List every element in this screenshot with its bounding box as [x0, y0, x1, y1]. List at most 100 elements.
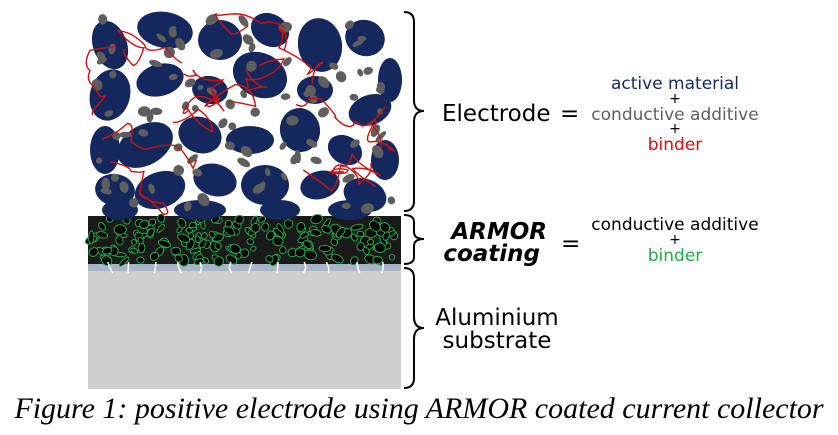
active-material-particle: [348, 94, 392, 126]
binder-strand: [116, 29, 183, 67]
armor-conductive-additive-text: conductive additive: [591, 215, 758, 235]
substrate-label: substrate: [443, 328, 552, 354]
armor-particle: [321, 225, 332, 234]
active-material-particle: [91, 20, 129, 70]
conductive-additive-particle: [228, 122, 237, 131]
armor-particle: [261, 222, 270, 232]
conductive-additive-particle: [279, 141, 287, 150]
conductive-additive-particle: [286, 115, 299, 126]
binder-strand: [85, 46, 117, 116]
coating-label: coating: [443, 241, 540, 267]
active-material-particle: [193, 163, 237, 197]
armor-particle: [157, 239, 172, 248]
conductive-additive-text: conductive additive: [591, 105, 758, 125]
active-material-particle: [198, 20, 242, 60]
conductive-additive-particle: [344, 20, 354, 30]
armor-particle: [200, 232, 208, 240]
interface-crack: [228, 261, 233, 274]
armor-particle: [177, 217, 187, 229]
binder-strand: [172, 95, 222, 133]
electrode-layer: [85, 11, 402, 220]
conductive-additive-particle: [242, 34, 254, 45]
conductive-additive-particle: [138, 129, 149, 137]
aluminium-brace: [403, 267, 425, 389]
active-material-particle: [178, 116, 222, 154]
armor-particle: [350, 233, 358, 242]
conductive-additive-particle: [238, 15, 249, 27]
armor-particle: [318, 244, 332, 253]
conductive-additive-particle: [184, 78, 196, 88]
binder-strand: [101, 122, 197, 170]
electrode-brace: [403, 11, 425, 212]
interface-crack: [107, 261, 114, 274]
conductive-additive-particle: [280, 172, 288, 181]
binder-text: binder: [648, 135, 703, 155]
armor-particle: [367, 238, 374, 246]
armor-particle: [225, 254, 238, 265]
plus-sign-1: +: [669, 91, 681, 107]
active-material-particle: [136, 63, 184, 97]
armor-particle: [88, 230, 95, 245]
armor-particle: [96, 231, 109, 239]
armor-particle: [88, 247, 99, 257]
binder-strand: [295, 97, 386, 128]
conductive-additive-particle: [265, 168, 271, 177]
plus-sign-3: +: [669, 232, 681, 248]
conductive-additive-particle: [357, 35, 367, 42]
armor-particle: [224, 219, 233, 228]
conductive-additive-particle: [318, 76, 330, 89]
interface-crack: [199, 261, 203, 274]
conductive-additive-particle: [209, 48, 223, 59]
conductive-additive-particle: [237, 157, 251, 168]
interface-crack: [356, 261, 361, 274]
armor-label: ARMOR: [449, 219, 547, 245]
armor-particle: [101, 247, 113, 255]
armor-particle: [137, 236, 144, 245]
plus-sign-2: +: [669, 121, 681, 137]
active-material-particle: [137, 11, 193, 49]
armor-particle: [223, 225, 235, 237]
interface-crack: [153, 261, 157, 274]
armor-particle: [310, 228, 322, 237]
binder-strand: [302, 152, 382, 192]
conductive-additive-particle: [111, 173, 119, 182]
armor-particle: [130, 247, 139, 254]
conductive-additive-particle: [240, 145, 253, 158]
conductive-additive-particle: [342, 173, 355, 183]
conductive-additive-particle: [100, 188, 113, 195]
figure-caption: Figure 1: positive electrode using ARMOR…: [14, 392, 824, 425]
interface-crack: [302, 261, 307, 274]
armor-particle: [265, 255, 274, 263]
armor-particle: [213, 256, 224, 267]
armor-particle: [139, 219, 150, 230]
active-material-particle: [232, 51, 288, 99]
armor-particle: [101, 255, 113, 267]
active-material-particle: [300, 170, 340, 200]
armor-particle: [98, 222, 106, 231]
armor-particle: [272, 227, 284, 238]
conductive-additive-particle: [156, 33, 167, 43]
interface-crack: [176, 261, 183, 274]
armor-particle: [146, 228, 155, 238]
armor-particle: [379, 222, 391, 233]
conductive-additive-particle: [283, 57, 292, 67]
conductive-additive-particle: [350, 139, 360, 148]
conductive-additive-particle: [349, 93, 359, 101]
conductive-additive-particle: [341, 202, 351, 210]
armor-particle: [234, 214, 245, 225]
conductive-additive-particle: [357, 68, 364, 77]
conductive-additive-particle: [175, 37, 186, 51]
armor-particle: [362, 246, 370, 255]
armor-particle: [229, 243, 241, 254]
conductive-additive-particle: [360, 203, 374, 214]
conductive-additive-particle: [375, 131, 387, 142]
armor-particle: [208, 230, 216, 239]
conductive-additive-particle: [248, 43, 256, 53]
conductive-additive-particle: [101, 177, 111, 191]
armor-particle: [194, 235, 201, 244]
armor-particle: [113, 224, 127, 235]
armor-particle: [283, 219, 294, 229]
armor-particle: [202, 256, 210, 265]
armor-particle: [388, 253, 396, 261]
